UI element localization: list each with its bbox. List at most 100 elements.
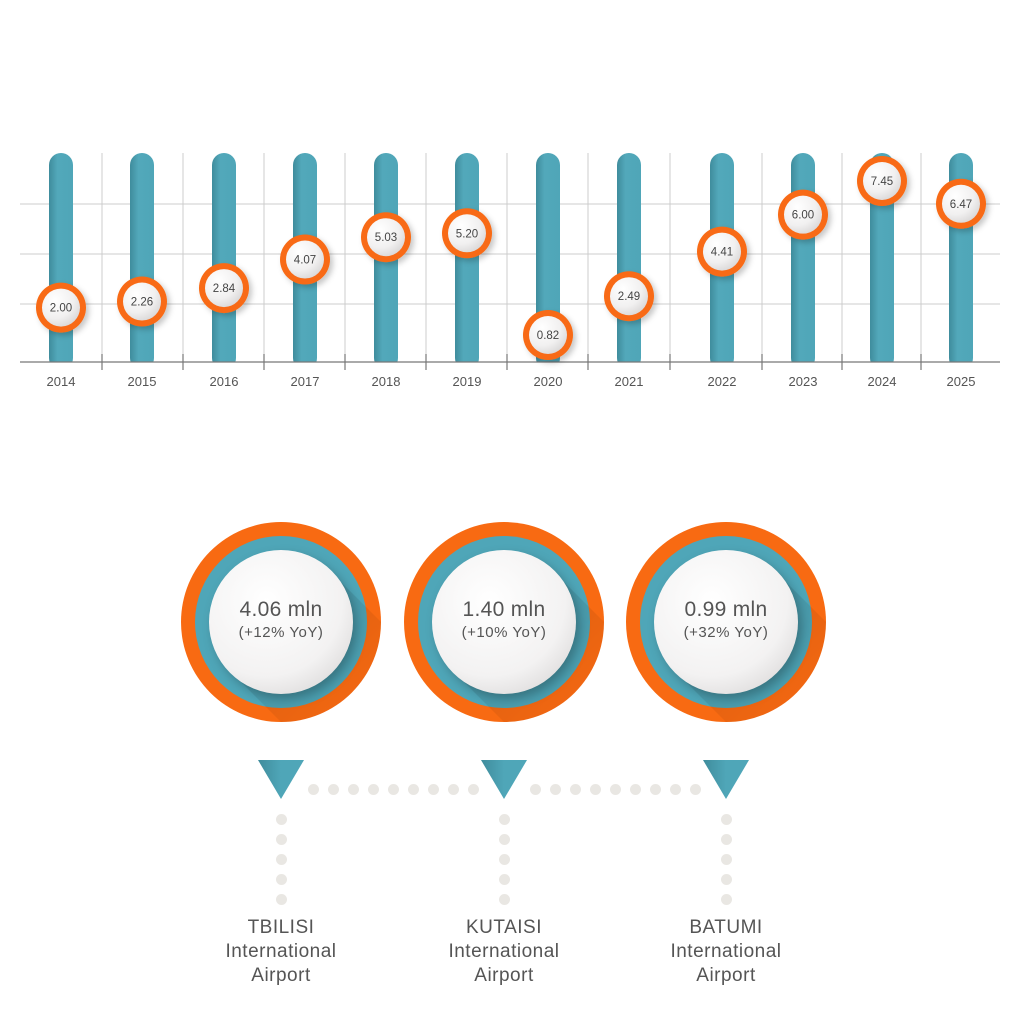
connector-dot <box>276 894 287 905</box>
passenger-count: 0.99 mln <box>684 598 768 621</box>
airport-stat-circle: 4.06 mln(+12% YoY) <box>181 522 381 722</box>
data-label: 4.07 <box>294 255 316 267</box>
connector-dot <box>721 894 732 905</box>
x-tick-label: 2021 <box>615 374 644 389</box>
connector-dot <box>408 784 419 795</box>
value-marker-2018: 5.03 <box>361 212 411 263</box>
connector-dot <box>650 784 661 795</box>
value-marker-2019: 5.20 <box>442 208 492 259</box>
connector-dot <box>530 784 541 795</box>
bars <box>49 153 973 370</box>
bar-2023 <box>791 153 815 370</box>
connector-dot <box>499 894 510 905</box>
connector-dot <box>670 784 681 795</box>
bar-2019 <box>455 153 479 370</box>
pointer-triangle-icon <box>481 760 527 805</box>
connector-dot <box>721 814 732 825</box>
yoy-change: (+10% YoY) <box>461 624 547 641</box>
x-tick-label: 2017 <box>291 374 320 389</box>
marker-face <box>205 269 243 308</box>
airport-city: KUTAISI <box>466 917 542 938</box>
data-label: 2.84 <box>213 283 236 295</box>
airport-stat-circle: 1.40 mln (+10% YoY) <box>404 522 604 722</box>
value-markers: 2.00 2.26 2.84 4.07 5.03 5.20 0.82 2.49 4.41 6.00… <box>36 156 986 360</box>
value-marker-2020: 0.82 <box>523 310 573 360</box>
marker-face <box>123 282 161 321</box>
value-marker-2024: 7.45 <box>857 156 907 206</box>
value-marker-2022: 4.41 <box>697 226 747 277</box>
data-label: 4.41 <box>711 247 733 259</box>
data-label: 2.49 <box>618 291 640 303</box>
connector-dot <box>308 784 319 795</box>
marker-face <box>286 240 324 279</box>
value-marker-2023: 6.00 <box>778 189 828 240</box>
data-label: 5.03 <box>375 232 397 244</box>
marker-face <box>784 195 822 234</box>
airport-city: BATUMI <box>689 917 763 938</box>
x-tick-label: 2015 <box>128 374 157 389</box>
grid <box>20 153 1000 362</box>
connector-dot <box>499 814 510 825</box>
data-label: 6.00 <box>792 210 814 222</box>
data-label: 2.26 <box>131 297 153 309</box>
value-marker-2014: 2.00 <box>36 282 86 333</box>
connector-dot <box>368 784 379 795</box>
x-tick-label: 2018 <box>372 374 401 389</box>
data-label: 5.20 <box>456 228 478 240</box>
connector-dot <box>328 784 339 795</box>
connector-dot <box>499 854 510 865</box>
bar-2021 <box>617 153 641 370</box>
marker-face <box>863 162 901 200</box>
x-tick-label: 2022 <box>708 374 737 389</box>
airport-label-line: Airport <box>251 965 311 986</box>
data-label: 2.00 <box>50 303 72 315</box>
x-tick-label: 2025 <box>947 374 976 389</box>
marker-face <box>367 218 405 257</box>
connector-dot <box>276 874 287 885</box>
stat-ring-graphic <box>626 522 826 722</box>
connector-dot <box>276 814 287 825</box>
marker-face <box>942 184 980 223</box>
marker-face <box>529 316 567 354</box>
stat-ring-graphic <box>181 522 381 722</box>
value-marker-2021: 2.49 <box>604 271 654 322</box>
value-marker-2016: 2.84 <box>199 263 249 314</box>
connector-dot <box>468 784 479 795</box>
bar-2016 <box>212 153 236 370</box>
pointer-triangle-icon <box>258 760 304 805</box>
airport-stat-circle: 0.99 mln (+32% YoY) <box>626 522 826 722</box>
yoy-change: (+32% YoY) <box>683 624 769 641</box>
passenger-count: 1.40 mln <box>462 598 546 621</box>
data-label: 6.47 <box>950 199 972 211</box>
connector-dot <box>428 784 439 795</box>
connector-dot <box>276 834 287 845</box>
stat-ring-graphic <box>404 522 604 722</box>
connector-dot <box>690 784 701 795</box>
connector-dot <box>276 854 287 865</box>
connector-dot <box>499 834 510 845</box>
value-marker-2017: 4.07 <box>280 234 330 285</box>
airport-label-line: International <box>670 941 782 962</box>
value-marker-2015: 2.26 <box>117 276 167 327</box>
marker-face <box>703 232 741 271</box>
connector-dot <box>721 834 732 845</box>
airport-label-line: International <box>448 941 560 962</box>
airport-city: TBILISI <box>247 917 315 938</box>
x-tick-label: 2019 <box>453 374 482 389</box>
marker-face <box>42 288 80 327</box>
connector-dot <box>570 784 581 795</box>
airport-label-line: International <box>225 941 337 962</box>
yoy-change: (+12% YoY) <box>238 624 324 641</box>
data-label: 7.45 <box>871 176 893 188</box>
bar-2024 <box>870 153 894 370</box>
bar-2015 <box>130 153 154 370</box>
airport-label-line: Airport <box>696 965 756 986</box>
x-tick-label: 2016 <box>210 374 239 389</box>
bar-2014 <box>49 153 73 370</box>
x-tick-label: 2020 <box>534 374 563 389</box>
connector-dot <box>630 784 641 795</box>
data-label: 0.82 <box>537 330 559 342</box>
connector-dot <box>499 874 510 885</box>
